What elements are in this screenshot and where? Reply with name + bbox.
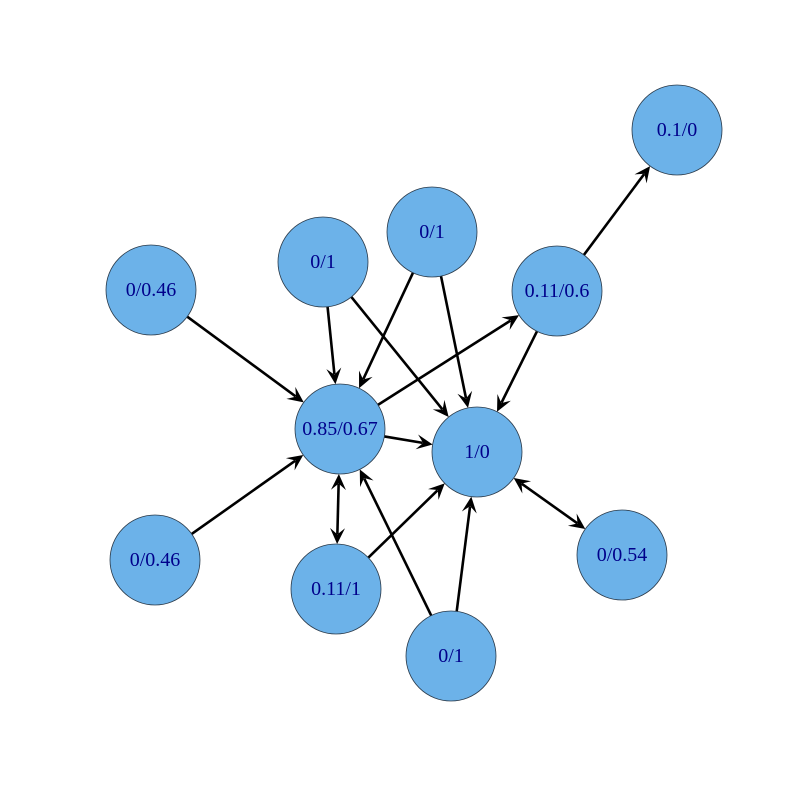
arrowhead-target [634,166,651,184]
node-label: 0.11/0.6 [525,280,590,302]
arrowhead-target [330,473,346,491]
graph-node: 0.1/0 [631,84,723,176]
edge-i-f [330,473,346,545]
arrowhead-target [428,483,445,500]
node-label: 1/0 [464,441,490,463]
edge-b-g [497,330,539,412]
edge-line [186,315,297,398]
node-circle [386,186,478,278]
arrowhead-source [513,478,532,494]
arrowhead-target [501,315,520,331]
edge-d-f [326,306,342,385]
edge-line [367,489,439,559]
graph-node: 1/0 [431,406,523,498]
node-label: 0/0.46 [126,279,177,301]
edge-d-g [350,296,449,418]
node-circle [511,245,603,337]
arrowhead-target [432,399,449,418]
edge-i-g [367,483,445,559]
arrowhead-target [461,496,477,514]
edge-line [362,272,415,380]
edge-line [350,296,444,411]
arrowhead-target [285,455,304,471]
graph-node: 0/1 [277,216,369,308]
graph-node: 0/0.46 [105,244,197,336]
node-circle [431,406,523,498]
edge-line [377,319,512,406]
arrowhead-target [326,367,342,385]
edge-line [362,477,433,617]
edge-line [500,330,539,404]
edge-line [384,435,423,445]
node-label: 0.11/1 [311,578,361,600]
graph-node: 0.11/0.6 [511,245,603,337]
node-circle [405,610,497,702]
node-circle [277,216,369,308]
edge-line [326,306,336,375]
edges-layer [186,166,651,617]
edge-line [455,506,472,612]
node-label: 0/0.54 [597,544,648,566]
edge-f-b [377,315,520,406]
edge-line [521,482,578,525]
node-circle [576,509,668,601]
edge-line [336,483,340,535]
edge-e-f [186,315,304,403]
arrowhead-target [497,394,511,412]
graph-node: 0/0.54 [576,509,668,601]
graph-node: 0/0.46 [109,514,201,606]
nodes-layer: 0.1/0 0.11/0.6 0/1 0/1 0/0.46 0.85/0.67 1/0 0/0… [105,84,723,702]
arrowhead-target [415,434,433,450]
graph-node: 0/1 [386,186,478,278]
node-circle [294,383,386,475]
arrowhead-target [359,370,373,389]
graph-node: 0.11/1 [290,543,382,635]
node-circle [631,84,723,176]
node-circle [290,543,382,635]
node-label: 0/1 [310,251,336,273]
arrowhead-target [359,469,374,488]
node-circle [105,244,197,336]
edge-j-f [359,469,433,617]
edge-h-f [190,455,304,536]
edge-c-f [359,272,415,389]
edge-b-a [582,166,651,256]
node-label: 0/1 [438,645,464,667]
edge-j-g [455,496,477,612]
graph-node: 0.85/0.67 [294,383,386,475]
edge-line [190,459,296,536]
node-label: 0.85/0.67 [302,418,378,440]
edge-line [582,173,646,256]
node-label: 0/0.46 [130,549,181,571]
arrowhead-target [286,386,304,403]
edge-f-g [384,434,433,450]
arrowhead-source [330,527,346,545]
node-circle [109,514,201,606]
edge-c-g [439,275,473,408]
graph-node: 0/1 [405,610,497,702]
arrowhead-target [457,390,473,408]
node-label: 0/1 [419,221,445,243]
edge-g-k [513,478,586,529]
node-label: 0.1/0 [657,119,698,141]
arrowhead-target [567,513,586,529]
edge-line [439,275,468,399]
